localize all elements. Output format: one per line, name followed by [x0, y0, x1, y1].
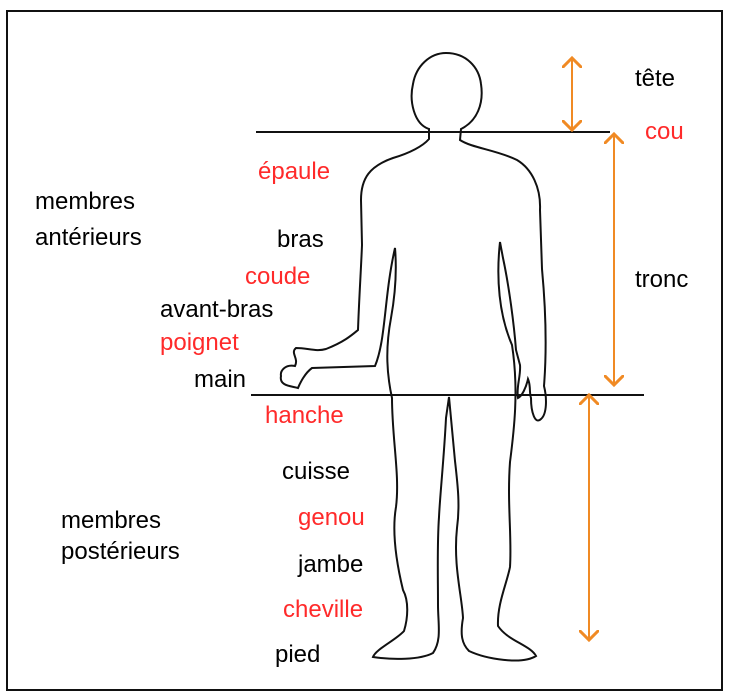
leg-label: jambe	[298, 553, 363, 577]
upper-limbs-label-line2: antérieurs	[35, 226, 142, 250]
knee-label: genou	[298, 506, 365, 530]
head-label: tête	[635, 67, 675, 91]
hip-label: hanche	[265, 404, 344, 428]
elbow-label: coude	[245, 265, 310, 289]
lower-limbs-label-line2: postérieurs	[61, 540, 180, 564]
wrist-label: poignet	[160, 331, 239, 355]
arm-label: bras	[277, 228, 324, 252]
forearm-label: avant-bras	[160, 298, 273, 322]
shoulder-label: épaule	[258, 160, 330, 184]
thigh-label: cuisse	[282, 460, 350, 484]
trunk-label: tronc	[635, 268, 688, 292]
neck-label: cou	[645, 120, 684, 144]
upper-limbs-label-line1: membres	[35, 190, 135, 214]
foot-label: pied	[275, 643, 320, 667]
lower-limbs-label-line1: membres	[61, 509, 161, 533]
ankle-label: cheville	[283, 598, 363, 622]
hand-label: main	[194, 368, 246, 392]
